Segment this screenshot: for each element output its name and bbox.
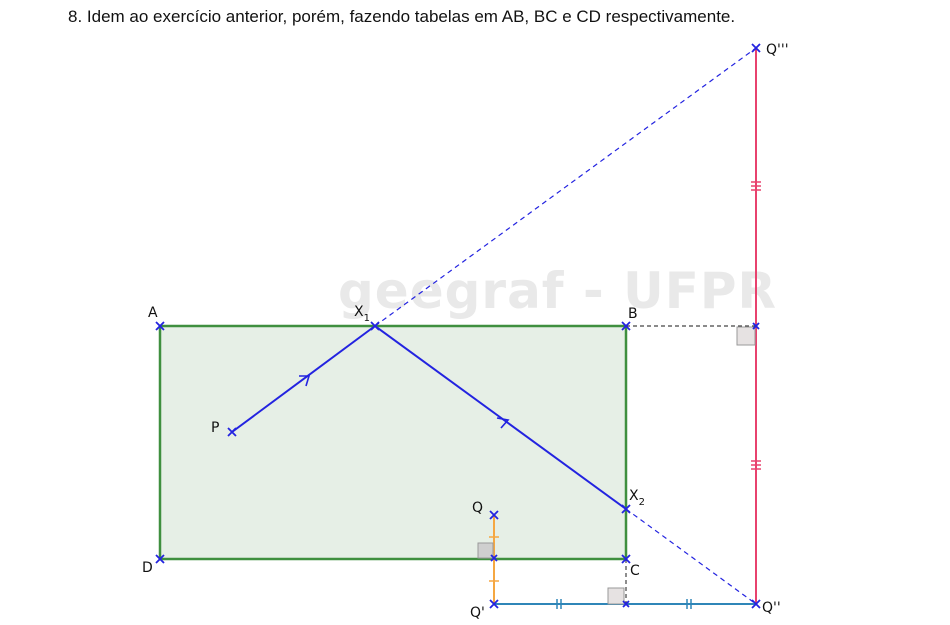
tick-marks-orange (489, 536, 499, 582)
label-a: A (148, 305, 158, 321)
point-d-marker (155, 554, 165, 564)
path-x1-x2 (374, 325, 627, 510)
direction-arrow-1 (299, 375, 311, 387)
label-p: P (211, 420, 219, 436)
right-angle-marker-orange (477, 542, 494, 559)
label-q3: Q''' (766, 42, 789, 58)
watermark: geegraf - UFPR (338, 262, 778, 320)
point-q3-marker (751, 43, 761, 53)
label-x1-sub: 1 (364, 313, 370, 324)
point-x1-marker (370, 321, 380, 331)
right-angle-marker-teal (607, 587, 625, 605)
rectangle-abcd (158, 324, 628, 561)
label-d: D (142, 560, 153, 576)
label-x2: X2 (629, 488, 645, 508)
label-x1: X1 (354, 304, 370, 324)
point-a-marker (155, 321, 165, 331)
label-x2-main: X (629, 488, 639, 504)
label-c: C (630, 563, 640, 579)
dashed-x2-q2 (625, 508, 757, 605)
label-q1: Q' (470, 605, 485, 621)
point-q-marker (489, 510, 499, 520)
point-b-marker (621, 321, 631, 331)
tick-marks-lower-pink (751, 460, 761, 470)
point-q2-marker (751, 599, 761, 609)
point-q1-marker (489, 599, 499, 609)
point-c-marker (621, 554, 631, 564)
tick-marks-right-teal (686, 599, 692, 609)
tick-marks-upper-pink (751, 181, 761, 191)
label-x2-sub: 2 (639, 497, 645, 508)
point-markers (155, 43, 761, 609)
path-p-x1 (231, 325, 376, 433)
label-b: B (628, 306, 638, 322)
point-p-marker (227, 427, 237, 437)
label-q2: Q'' (762, 600, 781, 616)
label-x1-main: X (354, 304, 364, 320)
point-foot-marker-orange (490, 554, 498, 562)
point-x2-marker (621, 504, 631, 514)
point-foot-marker-pink (752, 322, 760, 330)
right-angle-marker-pink (736, 326, 756, 346)
dashed-x1-q3 (374, 47, 757, 327)
label-q: Q (472, 500, 483, 516)
tick-marks-left-teal (556, 599, 562, 609)
direction-arrow-2 (496, 417, 510, 429)
exercise-heading: 8. Idem ao exercício anterior, porém, fa… (68, 7, 736, 26)
point-foot-marker-teal (622, 600, 630, 608)
